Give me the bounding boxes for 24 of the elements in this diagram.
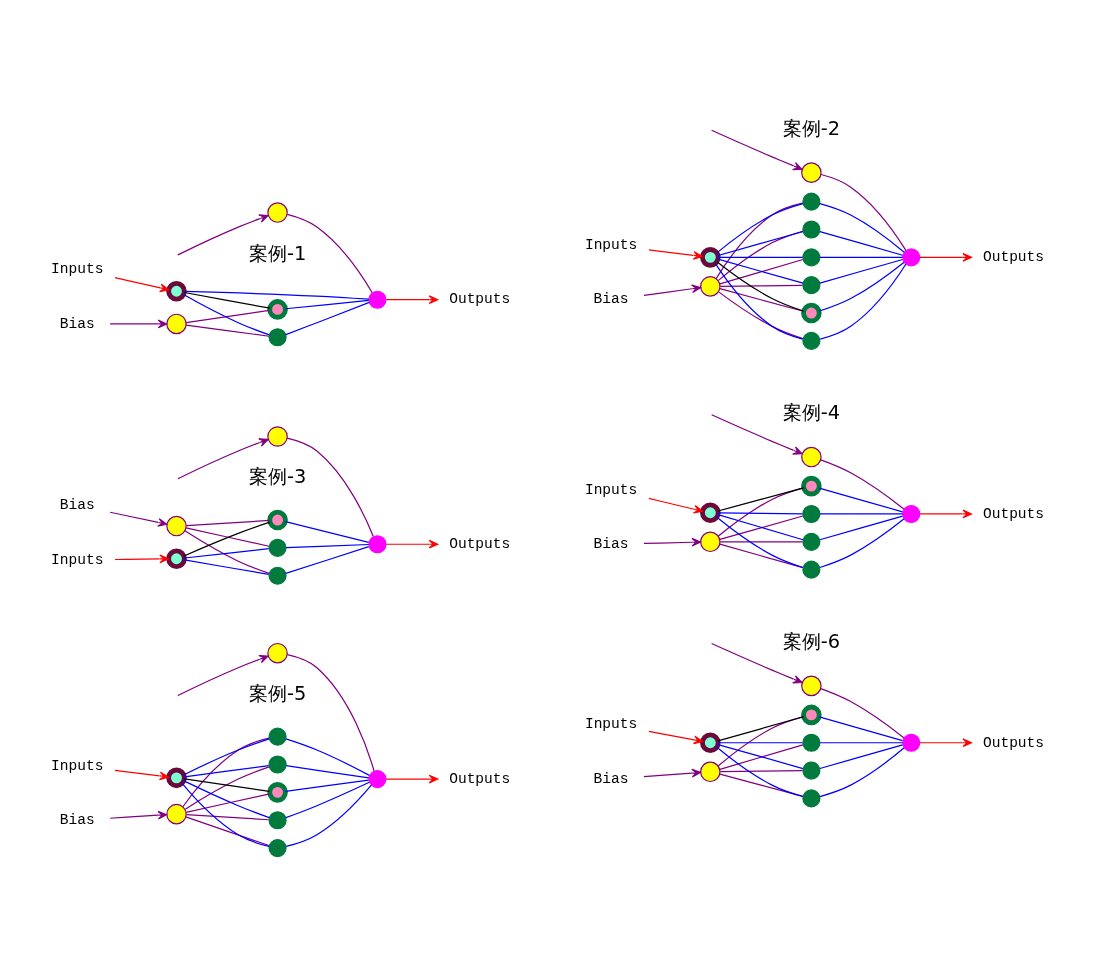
label: 案例-3 xyxy=(248,465,307,489)
node-text: Bias xyxy=(59,497,95,514)
label: 案例-2 xyxy=(782,116,841,140)
node-text: Inputs xyxy=(51,551,104,568)
node-text: Outputs xyxy=(983,505,1045,522)
node-text: Bias xyxy=(59,811,95,828)
node-text: Bias xyxy=(59,315,95,332)
node-text: Outputs xyxy=(449,770,511,787)
node-text: Outputs xyxy=(983,734,1045,751)
node-text: Outputs xyxy=(449,535,511,552)
label: 案例-1 xyxy=(248,241,307,265)
node-text: Bias xyxy=(593,535,629,552)
node-text: Inputs xyxy=(584,481,638,498)
node-text: Bias xyxy=(593,770,629,787)
node-text: Outputs xyxy=(983,249,1045,266)
node-text: Inputs xyxy=(584,716,638,733)
label: 案例-6 xyxy=(782,630,841,654)
node-text: Outputs xyxy=(449,291,511,308)
node-text: Inputs xyxy=(51,757,104,774)
node-text: Inputs xyxy=(584,237,638,253)
label: 案例-4 xyxy=(782,401,841,425)
node-text: Inputs xyxy=(51,261,104,278)
label: 案例-5 xyxy=(248,682,307,706)
node-text: Bias xyxy=(593,291,629,308)
